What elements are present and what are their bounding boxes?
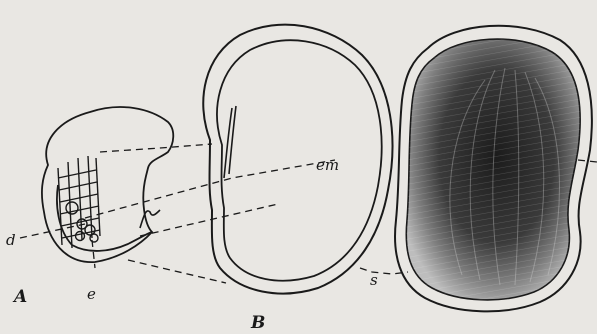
seed-outer-coat <box>203 25 392 294</box>
label-d: d <box>6 231 16 249</box>
label-e: e <box>87 285 96 303</box>
embryo-cavity-line <box>224 106 236 178</box>
leader-top <box>100 144 212 152</box>
figure-a-ovule <box>42 107 173 262</box>
leader-middle <box>140 204 278 236</box>
label-b: B <box>250 313 265 333</box>
seed-inner-coat <box>217 40 382 280</box>
figure-c-mature-seed <box>395 26 592 312</box>
figure-b-seed <box>203 25 392 294</box>
leader-bottom <box>128 260 226 283</box>
micropyle-hook <box>140 210 160 228</box>
label-s: s <box>370 271 378 289</box>
label-a: A <box>12 287 27 307</box>
label-em: em <box>316 156 339 174</box>
leader-e <box>92 240 95 268</box>
